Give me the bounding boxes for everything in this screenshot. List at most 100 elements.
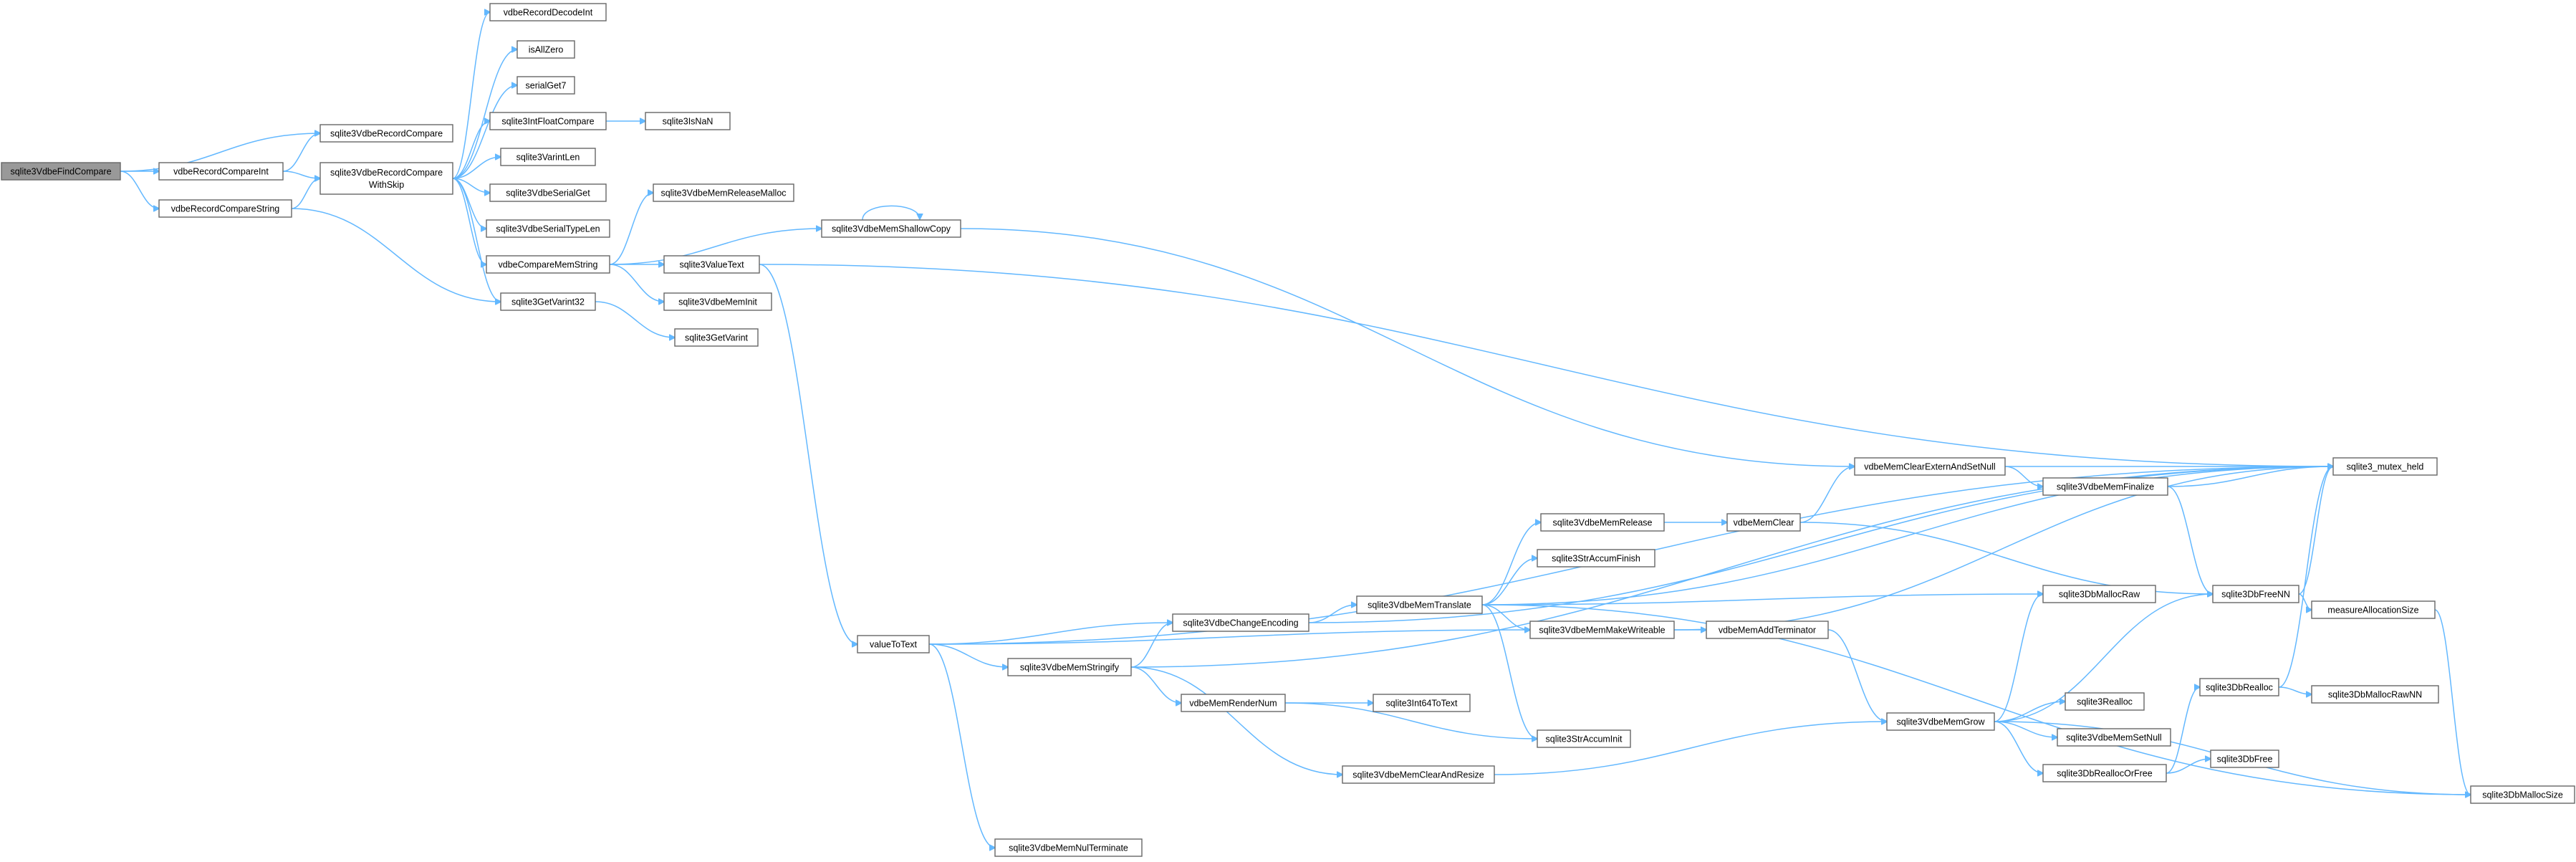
edge-vcms-to-svmi	[609, 264, 664, 302]
edge-svmg-to-sre	[1994, 701, 2065, 722]
node-label: vdbeCompareMemString	[499, 260, 598, 270]
node-svmmw[interactable]: sqlite3VdbeMemMakeWriteable	[1529, 621, 1675, 639]
node-smh[interactable]: sqlite3_mutex_held	[2332, 457, 2438, 476]
node-vrdi[interactable]: vdbeRecordDecodeInt	[489, 3, 607, 21]
node-vtt[interactable]: valueToText	[857, 635, 930, 653]
edge-svmt-to-ssaf	[1481, 558, 1537, 605]
node-box	[1706, 621, 1829, 639]
node-vmcesn[interactable]: vdbeMemClearExternAndSetNull	[1854, 457, 2006, 476]
node-box	[486, 255, 610, 274]
node-vrcs[interactable]: vdbeRecordCompareString	[158, 199, 292, 218]
node-svrc[interactable]: sqlite3VdbeRecordCompare	[319, 124, 453, 143]
node-si64[interactable]: sqlite3Int64ToText	[1373, 694, 1471, 712]
node-box	[1854, 457, 2006, 476]
node-label: sqlite3VdbeRecordCompare	[330, 129, 443, 139]
node-label: sqlite3DbFreeNN	[2221, 590, 2290, 600]
node-box	[486, 219, 610, 238]
node-box	[2332, 457, 2438, 476]
node-vmat[interactable]: vdbeMemAddTerminator	[1706, 621, 1829, 639]
node-sre[interactable]: sqlite3Realloc	[2065, 692, 2145, 711]
node-svmr[interactable]: sqlite3VdbeMemRelease	[1540, 513, 1665, 532]
edge-svce-to-smh	[1308, 466, 2333, 623]
node-svmsn[interactable]: sqlite3VdbeMemSetNull	[2057, 728, 2171, 747]
node-svmg[interactable]: sqlite3VdbeMemGrow	[1886, 712, 1995, 731]
node-label: sqlite3_mutex_held	[2347, 462, 2424, 472]
edge-svms-to-svce	[1130, 623, 1173, 668]
node-vmc[interactable]: vdbeMemClear	[1726, 513, 1801, 532]
node-svsg[interactable]: sqlite3VdbeSerialGet	[489, 183, 607, 202]
node-iaz[interactable]: isAllZero	[516, 40, 575, 59]
node-sdf[interactable]: sqlite3DbFree	[2210, 750, 2279, 768]
node-box	[1356, 595, 1483, 614]
node-svmcar[interactable]: sqlite3VdbeMemClearAndResize	[1342, 765, 1495, 784]
edge-vmc-to-vmcesn	[1799, 466, 1855, 523]
node-svms[interactable]: sqlite3VdbeMemStringify	[1007, 658, 1132, 676]
node-label: vdbeMemAddTerminator	[1719, 626, 1816, 636]
node-svmrm[interactable]: sqlite3VdbeMemReleaseMalloc	[653, 183, 794, 202]
node-label: isAllZero	[529, 45, 564, 55]
node-box	[1373, 694, 1471, 712]
node-sdms[interactable]: sqlite3DbMallocSize	[2470, 785, 2575, 804]
node-sgv[interactable]: sqlite3GetVarint	[674, 328, 759, 347]
node-vcms[interactable]: vdbeCompareMemString	[486, 255, 610, 274]
edge-svmg-to-sdfnn	[1994, 594, 2213, 722]
node-box	[489, 183, 607, 202]
edge-vtt-to-svce	[928, 623, 1173, 645]
node-sdfnn[interactable]: sqlite3DbFreeNN	[2212, 585, 2299, 603]
node-svmf[interactable]: sqlite3VdbeMemFinalize	[2042, 477, 2168, 496]
node-box	[645, 112, 731, 130]
node-sifc[interactable]: sqlite3IntFloatCompare	[489, 112, 607, 130]
node-svl[interactable]: sqlite3VarintLen	[500, 148, 596, 166]
node-box	[2311, 685, 2439, 704]
node-svt[interactable]: sqlite3ValueText	[663, 255, 760, 274]
node-svce[interactable]: sqlite3VdbeChangeEncoding	[1172, 613, 1309, 632]
node-vrci[interactable]: vdbeRecordCompareInt	[158, 162, 284, 181]
node-box	[857, 635, 930, 653]
node-label: vdbeRecordCompareString	[171, 204, 280, 214]
edge-svce-to-svmt	[1308, 605, 1357, 623]
edge-svmg-to-sdrof	[1994, 721, 2043, 773]
edge-svmsc-to-vmcesn	[960, 228, 1855, 466]
node-box	[1886, 712, 1995, 731]
node-label: vdbeMemRenderNum	[1189, 699, 1277, 709]
node-box	[1007, 658, 1132, 676]
node-mas[interactable]: measureAllocationSize	[2311, 600, 2436, 619]
node-sg7[interactable]: serialGet7	[516, 76, 575, 95]
node-svmt[interactable]: sqlite3VdbeMemTranslate	[1356, 595, 1483, 614]
node-box	[2212, 585, 2299, 603]
node-isnan[interactable]: sqlite3IsNaN	[645, 112, 731, 130]
node-box	[1181, 694, 1286, 712]
node-sdr[interactable]: sqlite3DbRealloc	[2199, 678, 2279, 696]
node-label: sqlite3VdbeRecordCompare	[330, 168, 443, 178]
node-ssai[interactable]: sqlite3StrAccumInit	[1537, 729, 1631, 748]
node-box	[653, 183, 794, 202]
edge-svmf-to-smh	[2167, 466, 2333, 487]
edge-svmmw-to-smh	[1673, 466, 2333, 631]
node-sdmr[interactable]: sqlite3DbMallocRaw	[2042, 585, 2156, 603]
node-vmrn[interactable]: vdbeMemRenderNum	[1181, 694, 1286, 712]
node-sdrof[interactable]: sqlite3DbReallocOrFree	[2042, 764, 2167, 782]
node-svstl[interactable]: sqlite3VdbeSerialTypeLen	[486, 219, 610, 238]
node-svmi[interactable]: sqlite3VdbeMemInit	[663, 292, 772, 311]
node-box	[1342, 765, 1495, 784]
edge-vrcs-to-sgv32	[291, 208, 501, 302]
node-box	[663, 255, 760, 274]
node-label: valueToText	[870, 640, 918, 650]
nodes: sqlite3VdbeFindCompare vdbeRecordCompareI…	[1, 3, 2575, 857]
node-box	[516, 76, 575, 95]
node-sgv32[interactable]: sqlite3GetVarint32	[500, 292, 596, 311]
node-sdmrnn[interactable]: sqlite3DbMallocRawNN	[2311, 685, 2439, 704]
edge-svrcws-to-svsg	[452, 178, 490, 193]
node-label: sqlite3VdbeMemFinalize	[2057, 482, 2154, 492]
node-ssaf[interactable]: sqlite3StrAccumFinish	[1537, 549, 1655, 568]
node-label: sqlite3StrAccumFinish	[1552, 554, 1640, 564]
edge-svms-to-vmrn	[1130, 666, 1181, 703]
node-svmnt[interactable]: sqlite3VdbeMemNulTerminate	[994, 838, 1143, 857]
node-svmsc[interactable]: sqlite3VdbeMemShallowCopy	[821, 219, 961, 238]
node-label: sqlite3GetVarint32	[511, 297, 585, 307]
node-label: serialGet7	[526, 81, 567, 91]
node-box	[1537, 729, 1631, 748]
node-root[interactable]: sqlite3VdbeFindCompare	[1, 162, 121, 181]
